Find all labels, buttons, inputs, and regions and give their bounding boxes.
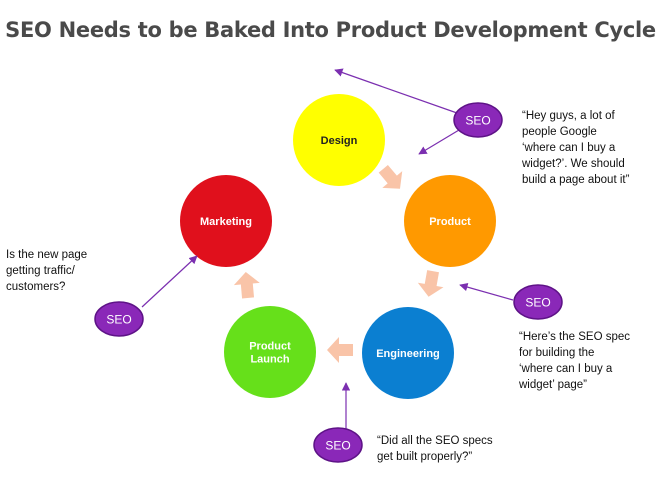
- stage-product-label: Product: [429, 216, 471, 228]
- note-engineering-line: “Did all the SEO specs: [377, 435, 493, 447]
- seo-product-connector: [459, 283, 514, 301]
- note-product-line: for building the: [519, 347, 595, 359]
- stage-engineering-label-line: Engineering: [376, 348, 440, 360]
- note-marketing: Is the new page getting traffic/customers…: [6, 247, 87, 295]
- seo-badge-marketing: SEO: [94, 301, 144, 337]
- seo-badge-design: SEO: [453, 102, 503, 138]
- note-engineering-line: get built properly?”: [377, 451, 473, 463]
- note-design-line: ‘where can I buy a: [522, 142, 616, 154]
- seo-badge-product-label: SEO: [525, 296, 550, 310]
- note-design-line: people Google: [522, 126, 597, 138]
- seo-badge-marketing-label: SEO: [106, 313, 131, 327]
- stage-launch-label-line: Product: [249, 341, 291, 353]
- stage-marketing-label-line: Marketing: [200, 216, 252, 228]
- seo-marketing-connector: [141, 255, 198, 308]
- note-marketing-line: getting traffic/: [6, 265, 75, 277]
- note-design-line: “Hey guys, a lot of: [522, 110, 615, 122]
- stage-design-circle: [293, 94, 385, 186]
- flow-arrow-product-to-engineering: [417, 270, 444, 297]
- flow-arrow-launch-to-marketing: [233, 272, 260, 299]
- note-engineering: “Did all the SEO specs get built properly…: [377, 433, 493, 465]
- note-marketing-line: customers?: [6, 281, 66, 293]
- stage-marketing-label: Marketing: [200, 216, 252, 228]
- stage-product-label-line: Product: [429, 216, 471, 228]
- seo-badge-product: SEO: [513, 284, 563, 320]
- seo-badge-design-label: SEO: [465, 114, 490, 128]
- note-product: “Here’s the SEO spec for building the ‘whe…: [519, 329, 630, 393]
- note-product-line: widget’ page”: [519, 379, 587, 391]
- stage-engineering-circle: [362, 307, 454, 399]
- note-product-line: “Here’s the SEO spec: [519, 331, 631, 343]
- seo-design-connector-down: [418, 129, 460, 155]
- note-product-line: ‘where can I buy a: [519, 363, 613, 375]
- stage-marketing: Marketing: [180, 175, 272, 267]
- seo-badge-engineering: SEO: [313, 427, 363, 463]
- stage-marketing-circle: [180, 175, 272, 267]
- note-design: “Hey guys, a lot of people Google ‘where c…: [522, 108, 629, 188]
- stage-design-label: Design: [321, 135, 358, 147]
- stage-design-label-line: Design: [321, 135, 358, 147]
- flow-arrow-design-to-product: [378, 164, 403, 189]
- stage-launch-circle: [224, 306, 316, 398]
- note-design-line: build a page about it”: [522, 174, 630, 186]
- stage-engineering-label: Engineering: [376, 348, 440, 360]
- diagram-title: SEO Needs to be Baked Into Product Devel…: [5, 18, 656, 42]
- stage-engineering: Engineering: [362, 307, 454, 399]
- note-design-line: widget?’. We should: [522, 158, 625, 170]
- seo-badge-engineering-label: SEO: [325, 439, 350, 453]
- stage-product-circle: [404, 175, 496, 267]
- note-marketing-line: Is the new page: [6, 249, 88, 261]
- stage-launch-label-line: Launch: [250, 354, 289, 366]
- stage-product: Product: [404, 175, 496, 267]
- stage-design: Design: [293, 94, 385, 186]
- seo-design-connector-up: [334, 68, 458, 114]
- flow-arrow-engineering-to-launch: [327, 337, 353, 363]
